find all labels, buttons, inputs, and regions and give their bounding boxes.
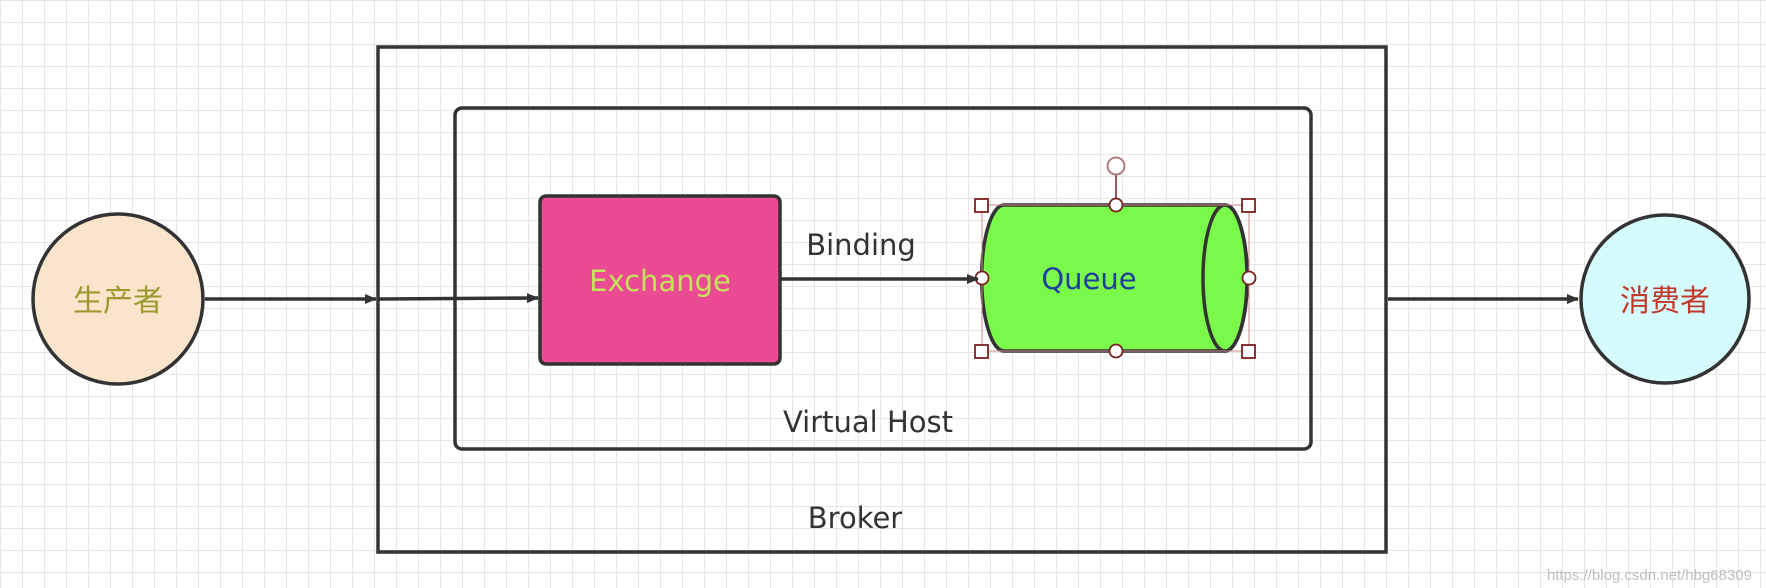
queue-end-cap [1201,203,1249,353]
producer-label: 生产者 [73,284,163,319]
connection-point-top[interactable] [1108,197,1124,213]
binding-label: Binding [806,228,916,262]
broker-label: Broker [808,501,903,535]
producer-circle [31,212,205,386]
producer-node[interactable]: 生产者 [31,212,205,386]
exchange-label: Exchange [589,264,731,298]
rotation-handle[interactable] [1106,156,1126,176]
arrow-broker-to-exchange[interactable] [377,293,539,304]
resize-handle-bottom-left[interactable] [974,344,989,359]
virtual-host-label: Virtual Host [783,405,953,439]
resize-handle-top-right[interactable] [1241,198,1256,213]
resize-handle-top-left[interactable] [974,198,989,213]
resize-handle-bottom-right[interactable] [1241,344,1256,359]
watermark-text: https://blog.csdn.net/hbg68309 [1546,567,1752,584]
queue-node[interactable]: Queue [979,203,1250,353]
queue-label: Queue [1041,262,1136,296]
connection-point-right[interactable] [1241,270,1257,286]
consumer-label: 消费者 [1620,284,1710,319]
consumer-circle [1579,213,1751,385]
virtual-host-box[interactable] [453,106,1313,451]
consumer-node[interactable]: 消费者 [1579,213,1751,385]
exchange-node[interactable]: Exchange [538,194,782,366]
connection-point-bottom[interactable] [1108,343,1124,359]
broker-box[interactable] [376,45,1388,554]
